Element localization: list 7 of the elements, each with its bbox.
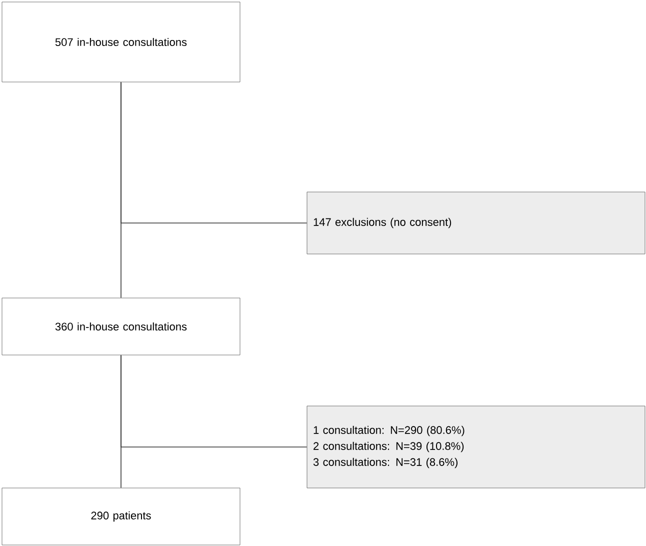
exclusion-box: 1 consultation: N=290 (80.6%) 2 consultations: N=39 (10.8%) 3 consultations: N=31 (8.6%) [306,406,646,488]
branch-line [120,82,308,224]
exclusion-box: 147 exclusions (no consent) [306,192,646,254]
process-box: 360 in-house consultations [2,298,240,356]
branch-line [120,354,308,448]
process-box: 290 patients [2,488,240,546]
process-box: 507 in-house consultations [2,2,240,82]
